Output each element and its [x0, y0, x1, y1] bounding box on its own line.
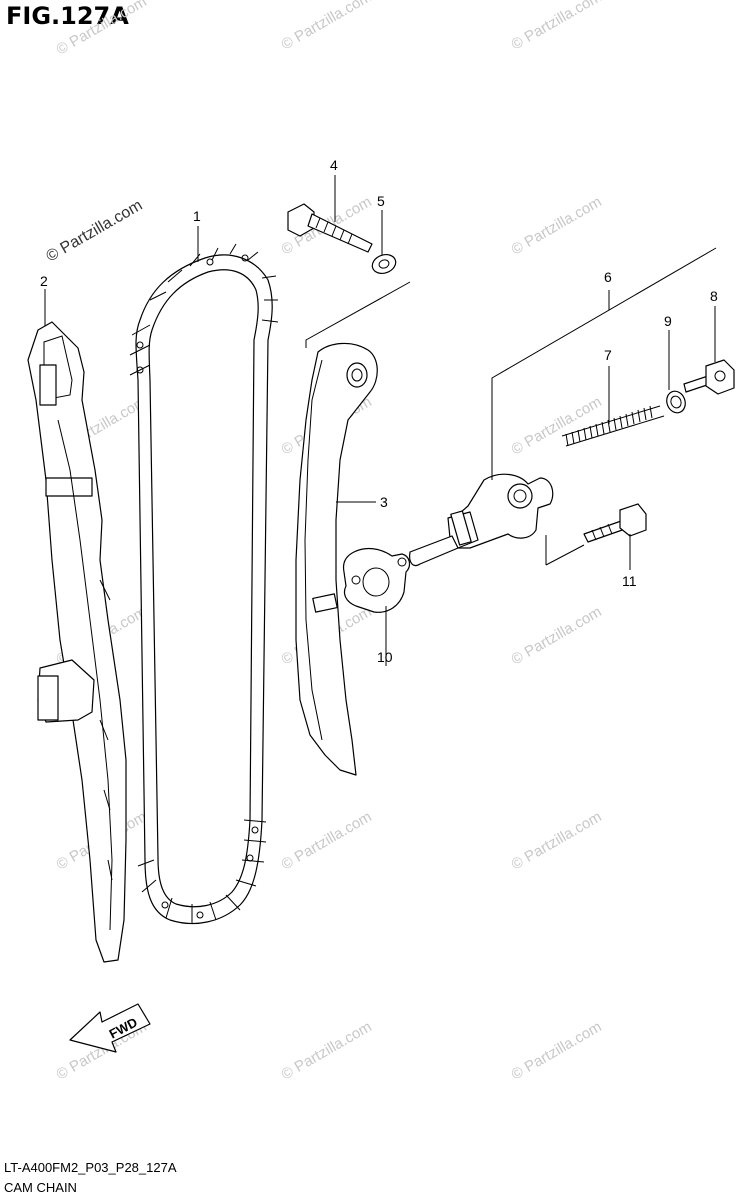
watermark: © Partzilla.com	[279, 0, 375, 53]
plug-bolt-part	[683, 359, 735, 395]
watermark: © Partzilla.com	[509, 393, 605, 458]
cam-chain-part	[129, 243, 279, 925]
callout-6: 6	[604, 269, 612, 285]
fwd-arrow-icon: FWD	[69, 1003, 151, 1053]
watermark: © Partzilla.com	[279, 808, 375, 873]
callout-4: 4	[330, 157, 338, 173]
gasket-part	[342, 547, 411, 613]
tensioner-guide-part	[295, 342, 378, 776]
callout-5: 5	[377, 193, 385, 209]
callout-11: 11	[622, 573, 637, 589]
gasket-ring-part	[666, 390, 686, 414]
diagram-name: CAM CHAIN	[4, 1180, 77, 1195]
callout-1: 1	[193, 208, 201, 224]
diagram-code: LT-A400FM2_P03_P28_127A	[4, 1160, 177, 1175]
callout-2: 2	[40, 273, 48, 289]
figure-title: FIG.127A	[6, 2, 129, 30]
callout-labels: 1 2 3 4 5 6 7 8 9 10 11	[40, 157, 718, 665]
watermark: © Partzilla.com	[279, 1018, 375, 1083]
watermark: © Partzilla.com	[509, 193, 605, 258]
watermark: © Partzilla.com	[509, 0, 605, 53]
watermark: © Partzilla.com	[44, 197, 146, 266]
callout-10: 10	[377, 649, 393, 665]
leader-lines	[44, 175, 717, 666]
callout-9: 9	[664, 313, 672, 329]
bolt-small-part	[583, 503, 647, 543]
chain-guide-part	[27, 321, 127, 963]
callout-8: 8	[710, 288, 718, 304]
tensioner-adjuster-part	[409, 473, 554, 567]
watermark: © Partzilla.com	[509, 603, 605, 668]
bolt-part	[287, 203, 373, 253]
callout-7: 7	[604, 347, 612, 363]
washer-part	[371, 253, 397, 275]
watermark: © Partzilla.com	[509, 808, 605, 873]
spring-part	[561, 405, 665, 447]
watermark: © Partzilla.com	[509, 1018, 605, 1083]
watermark: © Partzilla.com	[54, 0, 150, 58]
callout-3: 3	[380, 494, 388, 510]
